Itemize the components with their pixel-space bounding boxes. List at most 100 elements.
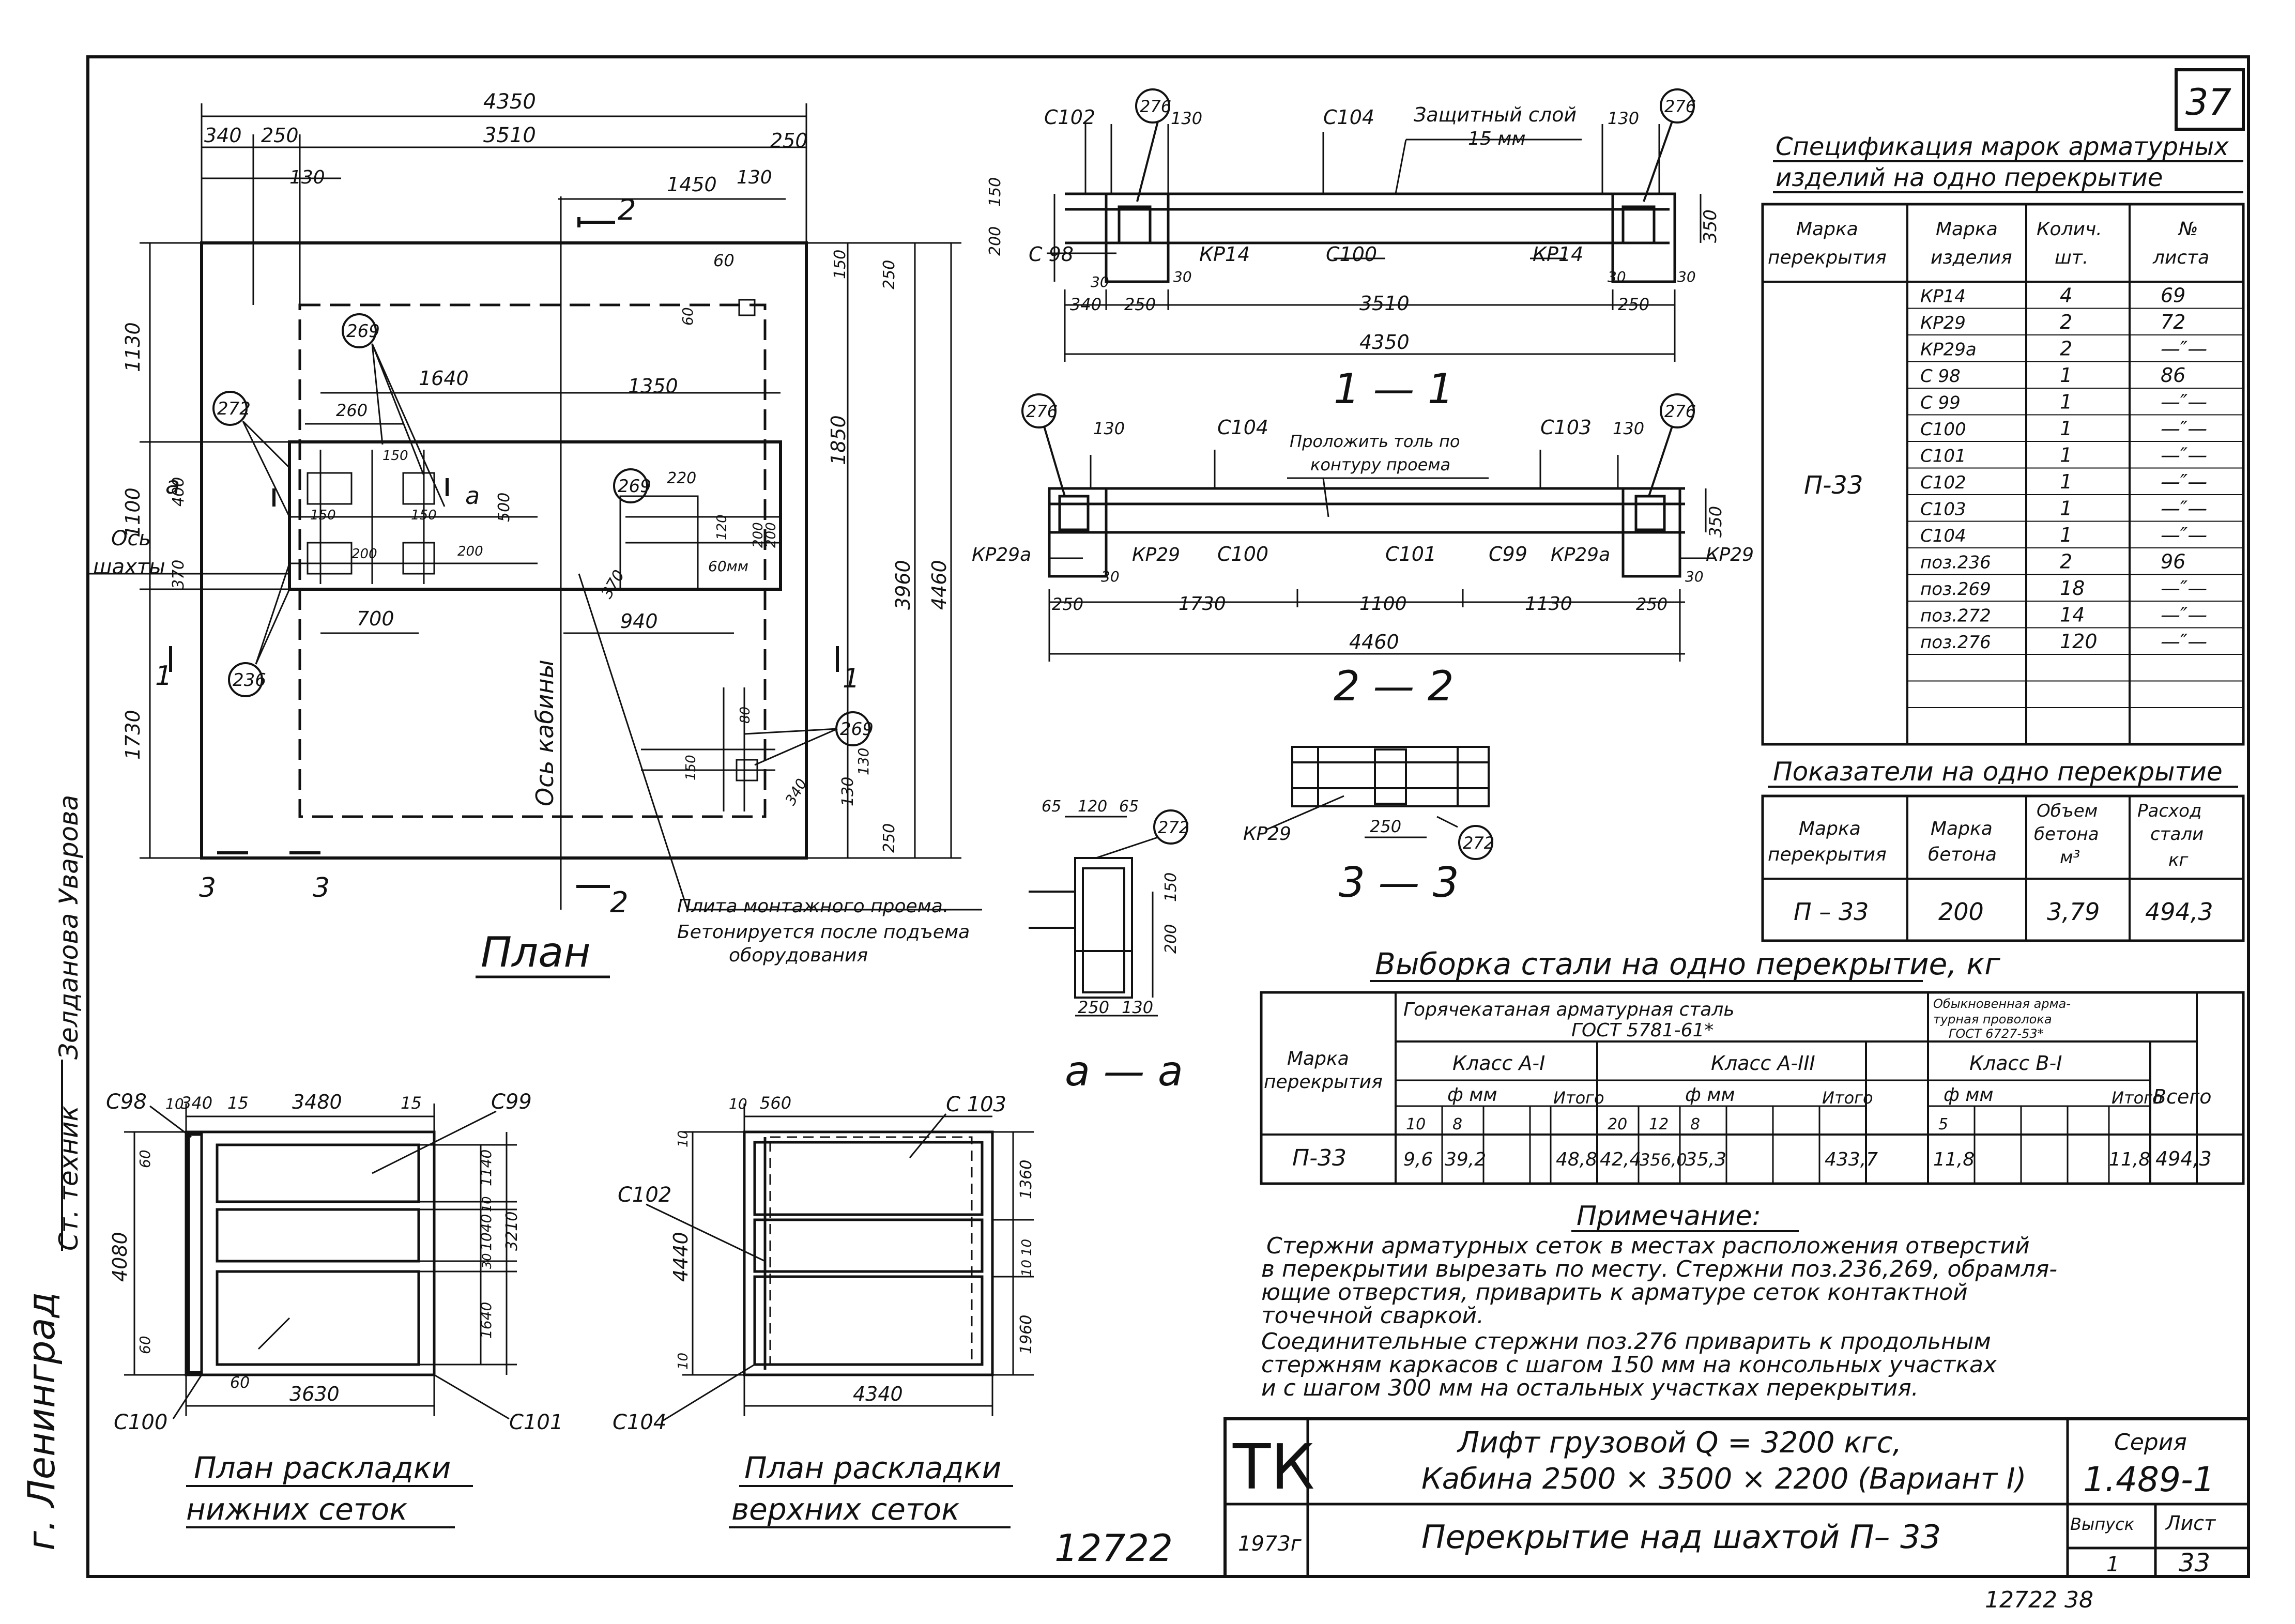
label-c101: С101 — [1385, 543, 1436, 565]
spec-item-qty: 1 — [2060, 391, 2072, 413]
dim: 3510 — [1359, 292, 1410, 315]
steel-header: 10 — [1406, 1115, 1426, 1133]
spec-header: листа — [2152, 247, 2209, 268]
spec-item-qty: 1 — [2060, 364, 2072, 387]
dim: 250 — [1618, 295, 1649, 314]
note-line: точечной сваркой. — [1261, 1303, 1484, 1329]
dim: 10 — [729, 1095, 747, 1112]
spec-item-qty: 1 — [2060, 470, 2072, 493]
label-kr29a: КР29а — [972, 544, 1031, 565]
plan-dim: 130 — [737, 167, 772, 188]
dim: 250 — [1052, 594, 1083, 614]
spec-item-sheet: —″— — [2161, 604, 2207, 626]
dim: 250 — [1636, 594, 1667, 614]
plan-dim: 200 — [763, 522, 779, 548]
indicators-table: Показатели на одно перекрытие Марка пере… — [1761, 757, 2245, 942]
note-line: и с шагом 300 мм на остальных участках п… — [1261, 1375, 1919, 1401]
plan-dim: 150 — [382, 448, 408, 464]
dim: 1100 — [1359, 593, 1407, 615]
cut-mark: 1 — [843, 663, 860, 694]
dim: 560 — [760, 1093, 791, 1113]
plan-dim: 60 — [679, 307, 696, 326]
dim: 350 — [1700, 209, 1721, 243]
year: 1973г — [1238, 1532, 1302, 1556]
spec-item-qty: 4 — [2060, 284, 2072, 307]
ind-value: 200 — [1938, 898, 1984, 926]
axis-cabin-label: Ось кабины — [531, 660, 559, 806]
label-kr29: КР29 — [1706, 544, 1754, 565]
tag-276: 276 — [1664, 402, 1696, 421]
plan-dim: 200 — [457, 544, 483, 559]
plan-dim: 250 — [880, 823, 898, 853]
spec-header: Марка — [1796, 219, 1858, 240]
plan-dim: 150 — [411, 508, 437, 523]
plan-dim: 940 — [620, 610, 658, 633]
plan-tag-269-top: 269 — [346, 321, 380, 342]
plan-dim: 130 — [839, 777, 857, 806]
dim: 30 — [1091, 273, 1109, 290]
dim: 30 — [1608, 268, 1626, 285]
steel-table: Выборка стали на одно перекрытие, кг — [1260, 946, 2245, 1185]
sheet-number: 37 — [2185, 81, 2231, 124]
spec-item-qty: 2 — [2060, 550, 2072, 573]
spec-title: изделий на одно перекрытие — [1776, 163, 2163, 192]
cut-mark: 1 — [155, 661, 172, 692]
ind-header: м³ — [2060, 847, 2080, 868]
dim: 130 — [1122, 998, 1153, 1017]
plan-dim: 150 — [831, 250, 849, 279]
spec-item-mark: С 99 — [1920, 393, 1961, 413]
label-protect: Защитный слой — [1414, 103, 1577, 126]
dim: 4460 — [1349, 631, 1399, 653]
dim: 3480 — [292, 1091, 342, 1113]
spec-header: изделия — [1931, 247, 2012, 268]
label-tol: Проложить толь по — [1290, 432, 1460, 451]
steel-header: Класс В-I — [1969, 1052, 2062, 1075]
plan-dim: 1100 — [121, 487, 144, 538]
section-1-1: 276 276 С102 С104 Защитный слой 15 мм С … — [986, 88, 1721, 413]
note-line: Соединительные стержни поз.276 приварить… — [1261, 1328, 1991, 1355]
steel-cell: 48,8 — [1556, 1149, 1597, 1170]
dim: 250 — [1370, 817, 1401, 836]
ind-value: 494,3 — [2145, 898, 2213, 926]
spec-item-mark: С103 — [1920, 499, 1966, 520]
spec-mark: П-33 — [1804, 471, 1863, 500]
label-c103: С103 — [1540, 416, 1592, 439]
dim: 4340 — [853, 1383, 903, 1405]
spec-header: Колич. — [2037, 219, 2102, 240]
tag-272: 272 — [1158, 818, 1189, 837]
steel-header: ф мм — [1447, 1084, 1497, 1106]
dim: 1040 — [478, 1214, 495, 1251]
steel-header: 12 — [1649, 1115, 1669, 1133]
upper-mesh-title: План раскладки — [744, 1450, 1001, 1485]
title-line-3: Перекрытие над шахтой П– 33 — [1421, 1518, 1941, 1556]
spec-header: № — [2178, 219, 2198, 240]
plan-dim: 3510 — [483, 124, 536, 147]
ind-header: Марка — [1931, 818, 1993, 839]
tag-276: 276 — [1664, 97, 1696, 116]
spec-item-sheet: 96 — [2161, 550, 2185, 573]
title-line-1: Лифт грузовой Q = 3200 кгс, — [1457, 1426, 1902, 1460]
dim: 340 — [1070, 295, 1101, 314]
dim: 3630 — [289, 1383, 340, 1405]
plan-view: 269 272 269 269 236 4350 340 250 3510 25… — [88, 90, 982, 978]
plan-dim: 370 — [170, 560, 188, 589]
side-city: г. Ленинград — [20, 1292, 63, 1551]
title-line-2: Кабина 2500 × 3500 × 2200 (Вариант I) — [1421, 1462, 2026, 1496]
steel-header: 5 — [1938, 1115, 1948, 1133]
plan-dim: 1730 — [121, 710, 144, 760]
spec-item-mark: С100 — [1920, 419, 1966, 440]
plan-tag-269-mid: 269 — [618, 476, 651, 497]
steel-cell: 356,0 — [1640, 1150, 1687, 1170]
plan-tag-269-low: 269 — [840, 719, 874, 740]
steel-header: 8 — [1690, 1115, 1700, 1133]
spec-item-mark: поз.269 — [1920, 579, 1991, 600]
spec-item-sheet: —″— — [2161, 524, 2207, 546]
ind-value: П – 33 — [1794, 898, 1869, 926]
section-title: а — а — [1065, 1047, 1183, 1095]
upper-mesh-plan: С 103 С102 С104 10 560 10 4440 10 1360 1… — [613, 1093, 1035, 1528]
dim: 60 — [136, 1150, 154, 1168]
plan-dim: 60 — [713, 251, 735, 270]
section-2-2: 276 276 С104 С103 Проложить толь по конт… — [972, 393, 1754, 710]
dim: 4440 — [669, 1232, 692, 1282]
